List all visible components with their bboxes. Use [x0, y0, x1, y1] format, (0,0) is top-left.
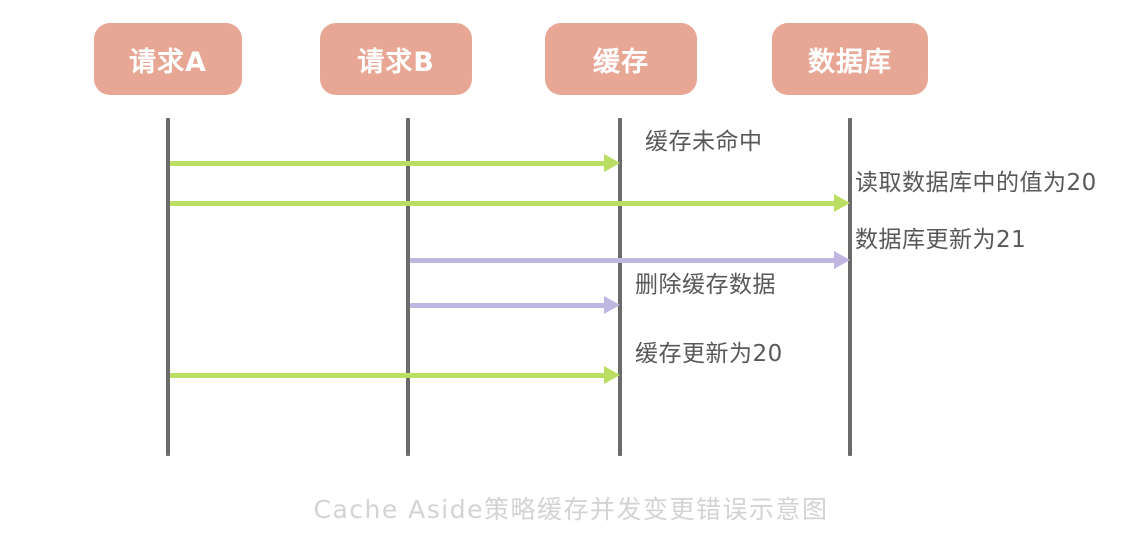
message-label-db-update-21: 数据库更新为21: [855, 227, 1027, 253]
lifeline-cache: [618, 118, 622, 456]
message-label-cache-miss: 缓存未命中: [645, 129, 763, 155]
message-arrow-delete-cache-data: [410, 303, 606, 308]
participant-label-request-a: 请求A: [129, 46, 207, 78]
message-arrow-read-db-value-20: [170, 201, 836, 206]
participant-label-database: 数据库: [808, 46, 892, 78]
lifeline-database: [848, 118, 852, 456]
message-arrow-cache-update-20: [170, 373, 606, 378]
message-label-cache-update-20: 缓存更新为20: [635, 341, 783, 367]
participant-label-cache: 缓存: [593, 46, 649, 78]
participant-box-request-b: 请求B: [320, 23, 472, 95]
message-label-read-db-value-20: 读取数据库中的值为20: [855, 170, 1097, 196]
participant-box-cache: 缓存: [545, 23, 697, 95]
lifeline-request-b: [406, 118, 410, 456]
message-arrow-db-update-21: [410, 258, 836, 263]
message-arrowhead-cache-miss: [604, 154, 620, 172]
participant-label-request-b: 请求B: [357, 46, 435, 78]
participant-box-request-a: 请求A: [94, 23, 242, 95]
lifeline-request-a: [166, 118, 170, 456]
message-arrow-cache-miss: [170, 161, 606, 166]
message-arrowhead-read-db-value-20: [834, 194, 850, 212]
message-label-delete-cache-data: 删除缓存数据: [635, 272, 776, 298]
diagram-caption: Cache Aside策略缓存并发变更错误示意图: [313, 495, 829, 524]
participant-box-database: 数据库: [772, 23, 928, 95]
message-arrowhead-cache-update-20: [604, 366, 620, 384]
message-arrowhead-db-update-21: [834, 251, 850, 269]
message-arrowhead-delete-cache-data: [604, 296, 620, 314]
